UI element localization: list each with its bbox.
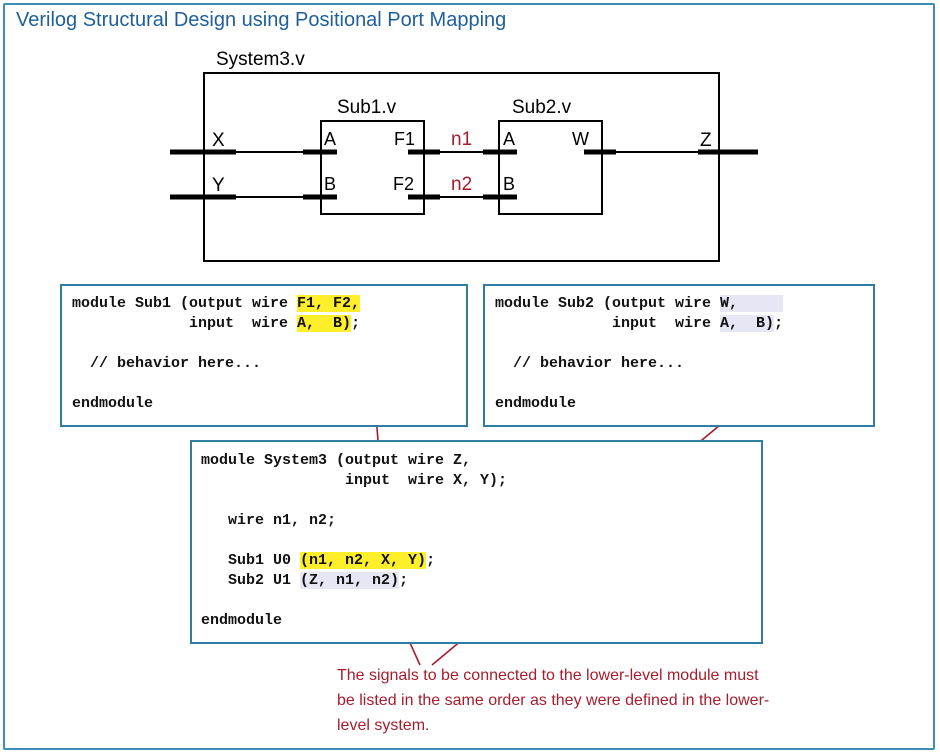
net-label-n1: n1 [451,129,473,150]
code-line: ; [399,572,409,589]
sub2-label: Sub2.v [512,97,572,118]
code-line: input wire [495,315,721,332]
port-label-sub1-f2: F2 [393,174,415,194]
net-label-n2: n2 [451,174,473,195]
port-label-sub1-a: A [324,129,337,149]
port-label-sub2-w: W [572,129,589,149]
code-line: ; [426,552,436,569]
code-line: Sub2 U1 [201,572,301,589]
port-label-sub1-b: B [324,174,337,194]
code-box-system3: module System3 (output wire Z, input wir… [190,440,763,644]
highlight-sub2-outputs: W, [720,295,784,312]
note-text: The signals to be connected to the lower… [337,667,770,734]
code-line: endmodule [72,395,154,412]
port-label-z: Z [700,130,712,151]
highlight-sub1-inputs: A, B) [297,315,352,332]
code-box-sub1: module Sub1 (output wire F1, F2, input w… [60,284,468,427]
code-line: endmodule [495,395,577,412]
code-sub2: module Sub2 (output wire W, input wire A… [495,294,783,414]
port-label-y: Y [212,175,225,196]
port-label-x: X [212,130,225,151]
sub1-block [320,120,425,215]
code-line: ; [774,315,784,332]
sub1-label: Sub1.v [337,97,397,118]
highlight-u1-args: (Z, n1, n2) [300,572,400,589]
code-line: module System3 (output wire Z, [201,452,472,469]
code-line: endmodule [201,612,283,629]
code-system3: module System3 (output wire Z, input wir… [201,451,507,631]
port-label-sub2-b: B [503,174,516,194]
code-sub1: module Sub1 (output wire F1, F2, input w… [72,294,360,414]
highlight-u0-args: (n1, n2, X, Y) [300,552,427,569]
port-label-sub2-a: A [503,129,516,149]
code-line: wire n1, n2; [201,512,337,529]
highlight-sub1-outputs: F1, F2, [297,295,361,312]
code-line: input wire X, Y); [201,472,508,489]
sub2-block [498,120,603,215]
system3-block [203,72,720,262]
code-line: module Sub1 (output wire [72,295,298,312]
code-comment: // behavior here... [72,355,262,372]
code-line: input wire [72,315,298,332]
port-label-sub1-f1: F1 [394,129,416,149]
code-line: module Sub2 (output wire [495,295,721,312]
diagram-title: Verilog Structural Design using Position… [16,9,507,31]
code-comment: // behavior here... [495,355,685,372]
code-box-sub2: module Sub2 (output wire W, input wire A… [483,284,875,427]
code-line: Sub1 U0 [201,552,301,569]
system3-label: System3.v [216,49,305,70]
highlight-sub2-inputs: A, B) [720,315,775,332]
code-line: ; [351,315,361,332]
